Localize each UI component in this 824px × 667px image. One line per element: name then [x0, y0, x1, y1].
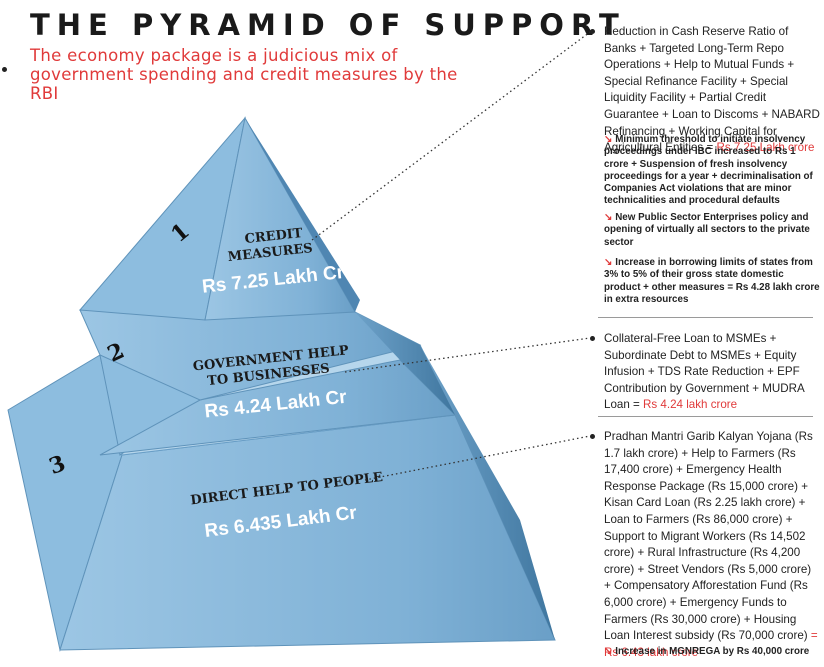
note-dot-business: [590, 336, 595, 341]
arrow-icon: ↘: [604, 212, 613, 223]
note-dot-people: [590, 434, 595, 439]
divider: [598, 317, 813, 318]
note-people-text: Pradhan Mantri Garib Kalyan Yojana (Rs 1…: [604, 430, 813, 643]
note-credit-text: Reduction in Cash Reserve Ratio of Banks…: [604, 25, 820, 155]
arrow-icon: ↘: [604, 134, 613, 145]
note-business: Collateral-Free Loan to MSMEs + Subordin…: [604, 331, 820, 414]
note-business-total: Rs 4.24 lakh crore: [643, 398, 738, 412]
sub-point-2: ↘New Public Sector Enterprises policy an…: [604, 212, 810, 248]
sub-point-mgnrega: ↘Increase in MGNREGA by Rs 40,000 crore: [604, 646, 810, 657]
note-dot-credit: [590, 29, 595, 34]
sub-point-1: ↘Minimum threshold to initiate insolvenc…: [604, 134, 813, 207]
leader-line-credit: [311, 31, 591, 241]
pyramid-tier-2: [79, 299, 457, 456]
tier-1-title-line1: CREDIT: [244, 226, 304, 247]
note-people-total: = Rs 6.43 lakh crore: [604, 629, 818, 659]
bullet-dot: [2, 67, 7, 72]
sub-point-3: ↘Increase in borrowing limits of states …: [604, 257, 820, 305]
note-credit-total: Rs 7.25 Lakh crore: [716, 141, 815, 155]
page-subtitle: The economy package is a judicious mix o…: [30, 46, 458, 103]
divider: [598, 416, 813, 417]
note-people: Pradhan Mantri Garib Kalyan Yojana (Rs 1…: [604, 429, 820, 661]
arrow-icon: ↘: [604, 257, 613, 268]
note-business-text: Collateral-Free Loan to MSMEs + Subordin…: [604, 332, 805, 412]
note-credit: Reduction in Cash Reserve Ratio of Banks…: [604, 24, 820, 157]
pyramid-tier-1: [78, 116, 360, 321]
arrow-icon: ↘: [604, 646, 613, 657]
page-title: THE PYRAMID OF SUPPORT: [30, 8, 626, 42]
leader-line-business: [344, 337, 591, 373]
